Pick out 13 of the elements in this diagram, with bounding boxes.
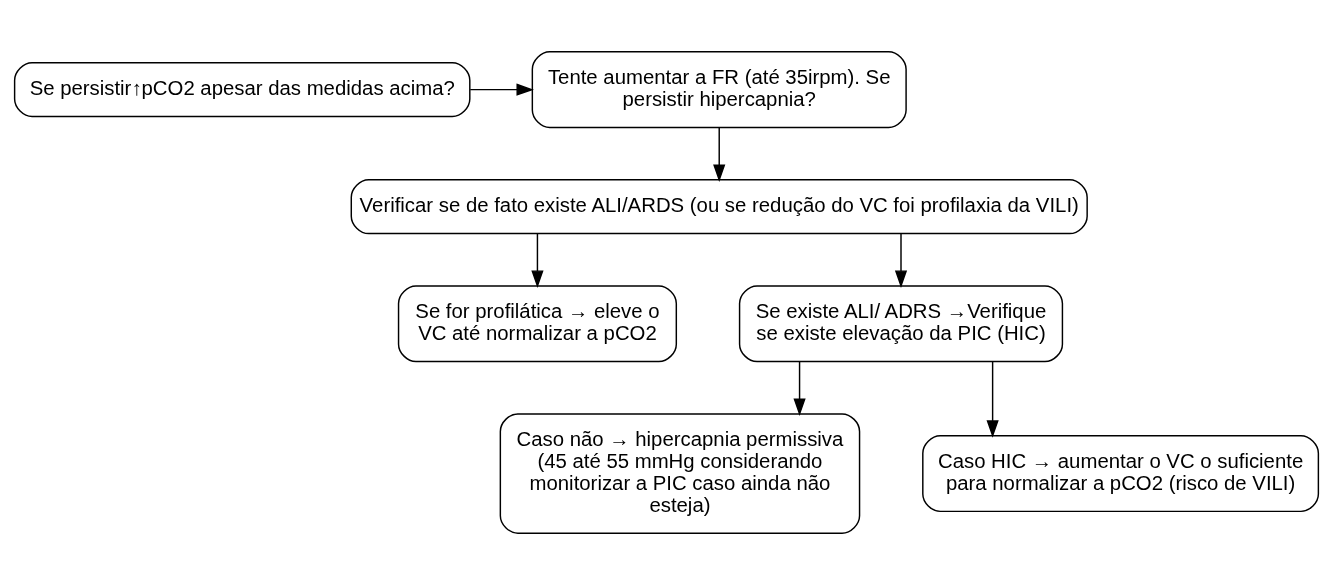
node-box: Se persistir↑pCO2 apesar das medidas acima?	[13, 62, 471, 118]
arrow	[793, 361, 806, 417]
node-box: Tente aumentar a FR (até 35irpm). Se persistir hipercapnia?	[531, 51, 907, 129]
arrow	[986, 361, 999, 438]
node-box: Caso HIC → aumentar o VC o suficiente para normalizar a pCO2 (risco de VILI)	[922, 435, 1320, 513]
arrow	[531, 233, 544, 288]
node-box: Caso não → hipercapnia permissiva (45 até 55 mmHg considerando monitorizar a PIC caso ainda não esteja)	[499, 413, 861, 534]
node-box: Verificar se de fato existe ALI/ARDS (ou se redução do VC foi profilaxia da VILI)	[350, 179, 1088, 235]
arrow	[894, 233, 908, 288]
node-box: Se existe ALI/ ADRS →Verifique se existe elevação da PIC (HIC)	[738, 285, 1064, 363]
node-box: Se for profilática → eleve o VC até normalizar a pCO2	[397, 285, 678, 363]
arrow	[469, 83, 534, 96]
arrow	[713, 127, 726, 182]
